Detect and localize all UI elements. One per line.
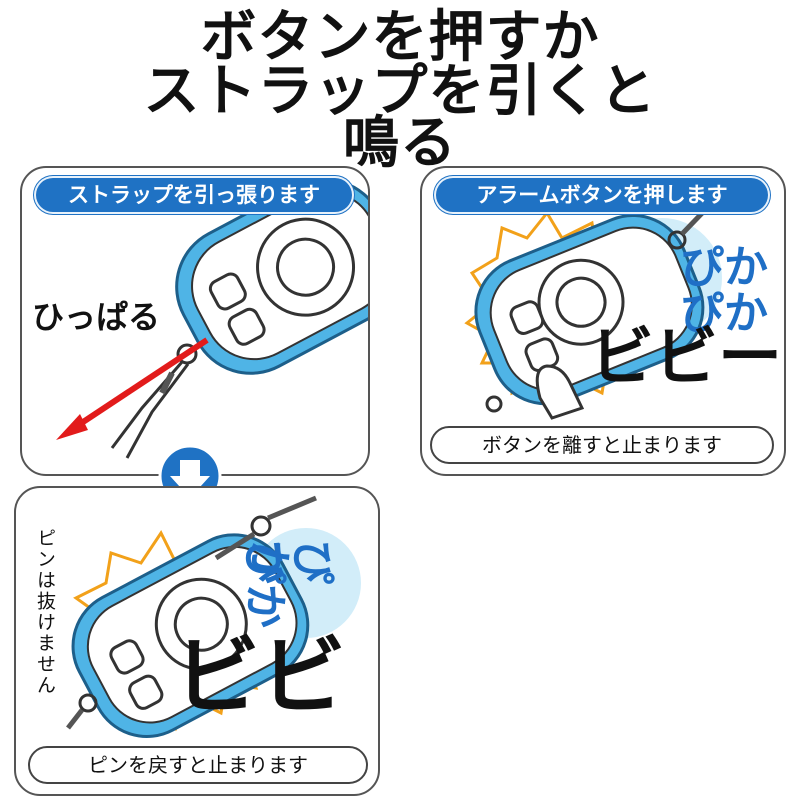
headline-line-2: ストラップを引くと (143, 59, 657, 124)
flash-word-bottom: ぴか (239, 540, 290, 628)
sound-word: ビビー (590, 321, 782, 395)
headline-line-1: ボタンを押すか (200, 5, 600, 70)
banner-pull-strap: ストラップを引っ張ります (34, 176, 354, 214)
alarm-device-illustration (56, 178, 368, 459)
flash-word-top: ぴか (680, 242, 768, 293)
caption-release-button: ボタンを離すと止まります (430, 426, 774, 464)
panel-pull-strap: ストラップを引っ張ります ひっぱる (20, 166, 370, 476)
panel-press-button: アラームボタンを押します ぴか ぴか ビビー ボタンを離すと止まります (420, 166, 786, 476)
flash-word-bottom: ぴか (680, 288, 768, 339)
headline-line-3: 鳴る (343, 111, 457, 176)
side-note-pin: ピンは抜けません (34, 528, 56, 696)
panel-pin-pulled: ピンは抜けません ぴか ぴか ビビー ピンを戻すと止まります (14, 486, 380, 796)
alarm-device-sounding-illustration (66, 495, 361, 738)
banner-press-button: アラームボタンを押します (434, 176, 770, 214)
pull-word: ひっぱる (32, 298, 161, 336)
red-diagonal-arrow-icon (56, 337, 209, 440)
caption-return-pin: ピンを戻すと止まります (28, 746, 368, 784)
alarm-device-press-illustration (464, 206, 722, 420)
